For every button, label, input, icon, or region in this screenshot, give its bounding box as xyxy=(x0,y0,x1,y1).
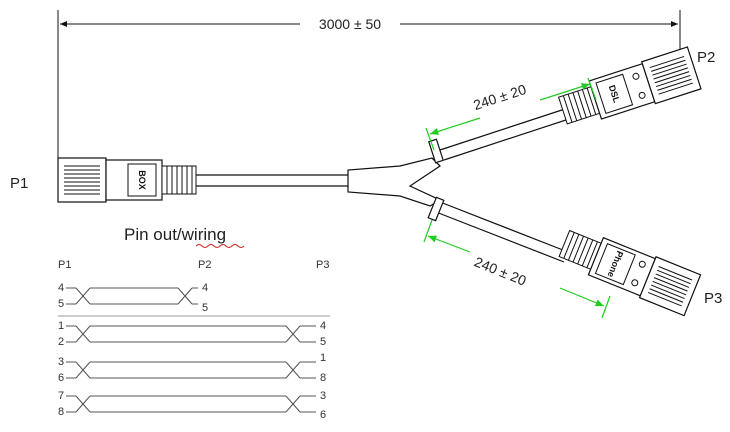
p2-connector: DSL xyxy=(557,46,702,125)
spellcheck-underline xyxy=(195,244,245,248)
main-cable xyxy=(196,157,442,207)
pin-label: 7 xyxy=(58,390,64,402)
wiring-header-p1: P1 xyxy=(58,259,71,271)
wiring-header-p3: P3 xyxy=(316,259,329,271)
wiring-pair-p1-p2: 4 5 4 5 xyxy=(58,282,208,314)
upper-branch-cable xyxy=(428,107,573,164)
lower-branch-dimension xyxy=(423,219,611,319)
overall-length-label: 3000 ± 50 xyxy=(319,16,381,32)
overall-dimension: 3000 ± 50 xyxy=(57,10,681,158)
pin-label: 2 xyxy=(58,336,64,348)
pin-label: 5 xyxy=(58,298,64,310)
pin-label: 6 xyxy=(320,409,326,421)
pin-label: 1 xyxy=(58,320,64,332)
pin-label: 5 xyxy=(202,302,208,314)
pin-label: 6 xyxy=(58,372,64,384)
pin-label: 8 xyxy=(320,372,326,384)
pin-label: 4 xyxy=(320,320,326,332)
wiring-pair-p1-p3-a: 1 2 4 5 xyxy=(58,320,326,348)
pin-label: 1 xyxy=(320,352,326,364)
pin-label: 3 xyxy=(58,356,64,368)
port-label-p1: P1 xyxy=(10,175,28,192)
wiring-pair-p1-p3-c: 7 8 3 6 xyxy=(58,390,326,421)
pin-label: 3 xyxy=(320,390,326,402)
pin-label: 4 xyxy=(58,282,64,294)
wiring-title: Pin out/wiring xyxy=(124,225,226,244)
p1-connector: BOX xyxy=(57,157,197,203)
wiring-header-p2: P2 xyxy=(198,259,211,271)
pin-label: 4 xyxy=(202,282,208,294)
p3-connector: Phone xyxy=(558,229,702,317)
pin-label: 8 xyxy=(58,406,64,418)
upper-branch-dimension xyxy=(425,77,597,151)
lower-branch-cable xyxy=(427,196,569,263)
lower-branch-length-label: 240 ± 20 xyxy=(472,253,529,288)
pin-label: 5 xyxy=(320,336,326,348)
wiring-pair-p1-p3-b: 3 6 1 8 xyxy=(58,352,326,384)
p1-plug-label: BOX xyxy=(137,170,147,190)
upper-branch-length-label: 240 ± 20 xyxy=(471,81,528,113)
port-label-p3: P3 xyxy=(704,290,722,307)
port-label-p2: P2 xyxy=(697,49,715,66)
